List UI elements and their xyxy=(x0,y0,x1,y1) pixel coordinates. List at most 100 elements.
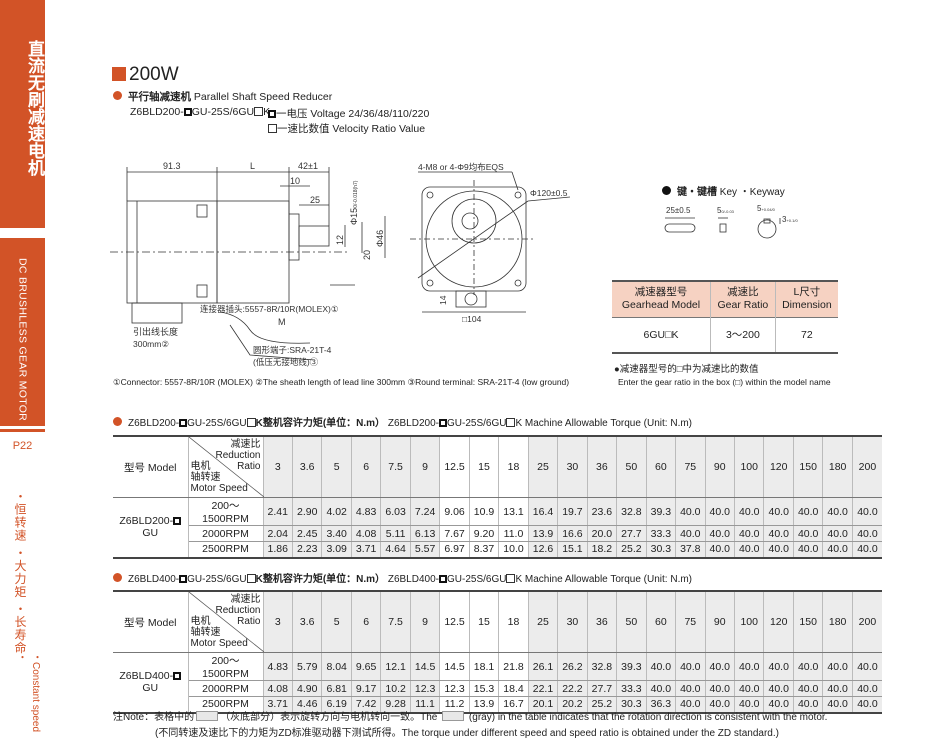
torque-cell: 33.3 xyxy=(616,680,647,697)
dim-14: 14 xyxy=(438,295,448,305)
ratio-header: 100 xyxy=(734,590,765,653)
subtitle-en: Parallel Shaft Speed Reducer xyxy=(193,91,333,103)
filled-box-icon xyxy=(183,108,192,116)
torque-cell: 37.8 xyxy=(675,541,706,559)
power-label: 200W xyxy=(129,64,179,85)
torque-cell: 14.5 xyxy=(439,652,470,681)
ratio-header: 12.5 xyxy=(439,590,470,653)
key-width: 50/-0.03 xyxy=(717,206,735,215)
page-number: P22 xyxy=(12,440,33,452)
filled-box-icon xyxy=(179,575,188,583)
gearhead-model-cell: 6GU□K xyxy=(612,316,711,354)
torque-cell: 5.57 xyxy=(410,541,441,559)
torque-cell: 16.4 xyxy=(528,497,559,526)
torque-cell: 39.3 xyxy=(646,497,677,526)
ratio-header: 36 xyxy=(587,590,618,653)
ratio-header: 6 xyxy=(351,435,382,498)
key-title-cn: 键・键槽 xyxy=(677,187,717,198)
dimension-cell: 72 xyxy=(775,316,838,354)
torque-cell: 9.65 xyxy=(351,652,382,681)
ratio-header: 50 xyxy=(616,590,647,653)
ratio-header: 180 xyxy=(822,435,853,498)
torque-cell: 40.0 xyxy=(763,680,794,697)
torque-cell: 40.0 xyxy=(705,680,736,697)
ratio-header: 9 xyxy=(410,435,441,498)
torque-cell: 22.1 xyxy=(528,680,559,697)
gray-swatch xyxy=(442,711,465,721)
lead-length-label: 引出线长度 xyxy=(133,326,178,337)
torque-cell: 25.2 xyxy=(616,541,647,559)
ratio-header: 3.6 xyxy=(292,590,323,653)
ratio-header: 90 xyxy=(705,590,736,653)
torque-cell: 40.0 xyxy=(852,652,882,681)
torque-cell: 16.6 xyxy=(557,525,588,542)
filled-box-icon xyxy=(179,419,188,427)
ratio-header: 7.5 xyxy=(380,590,411,653)
dim-25: 25 xyxy=(310,195,320,205)
torque-cell: 30.3 xyxy=(616,696,647,714)
ratio-header: 6 xyxy=(351,590,382,653)
torque-cell: 40.0 xyxy=(734,541,765,559)
torque-cell: 19.7 xyxy=(557,497,588,526)
model-header: 型号 Model xyxy=(113,590,189,653)
keyway-depth: 3+0.1/0 xyxy=(782,215,798,224)
key-length: 25±0.5 xyxy=(666,206,691,215)
divider xyxy=(0,429,45,432)
dimension-lines xyxy=(126,167,386,361)
voltage-en: Voltage 24/36/48/110/220 xyxy=(310,108,430,120)
torque-cell: 4.02 xyxy=(321,497,352,526)
torque-cell: 12.6 xyxy=(528,541,559,559)
torque-cell: 40.0 xyxy=(675,696,706,714)
torque-cell: 6.97 xyxy=(439,541,470,559)
torque-cell: 23.6 xyxy=(587,497,618,526)
ratio-header: 120 xyxy=(763,435,794,498)
torque-cell: 32.8 xyxy=(616,497,647,526)
sidebar-title-cn: 直流无刷减速电机 xyxy=(25,40,44,176)
empty-box-icon xyxy=(246,574,256,583)
ratio-header: 9 xyxy=(410,590,441,653)
torque-cell: 40.0 xyxy=(822,497,853,526)
ratio-header: 150 xyxy=(793,435,824,498)
torque-cell: 40.0 xyxy=(822,680,853,697)
ratio-header: 3 xyxy=(263,590,293,653)
ratio-legend: 一速比数值 Velocity Ratio Value xyxy=(268,121,425,136)
ratio-header: 12.5 xyxy=(439,435,470,498)
torque-cell: 40.0 xyxy=(675,497,706,526)
bullet-icon xyxy=(113,573,122,582)
filled-box-icon xyxy=(173,672,182,681)
sidebar-title-block xyxy=(0,0,45,228)
model-part: GU-25S/6GU xyxy=(191,106,255,118)
filled-box-icon xyxy=(268,110,276,118)
torque-cell: 4.83 xyxy=(351,497,382,526)
empty-box-icon xyxy=(246,418,256,427)
torque-cell: 9.17 xyxy=(351,680,382,697)
ratio-header: 120 xyxy=(763,590,794,653)
side-view-drawing: 91.3 L 42±1 10 25 Φ150/-0.018(h7) 12 20 … xyxy=(110,161,386,367)
torque-cell: 13.9 xyxy=(528,525,559,542)
model-cell: Z6BLD400-GU xyxy=(113,652,189,714)
gray-swatch xyxy=(196,711,219,721)
subtitle: 平行轴减速机 Parallel Shaft Speed Reducer xyxy=(113,89,332,104)
torque-cell: 40.0 xyxy=(822,696,853,714)
torque-cell: 6.03 xyxy=(380,497,411,526)
model-part: Z6BLD200- xyxy=(130,106,184,118)
ratio-header: 36 xyxy=(587,435,618,498)
torque-cell: 2.23 xyxy=(292,541,323,559)
ratio-header: 7.5 xyxy=(380,435,411,498)
torque-cell: 12.1 xyxy=(380,652,411,681)
subtitle-cn: 平行轴减速机 xyxy=(128,91,191,103)
torque-cell: 16.7 xyxy=(498,696,529,714)
dim-phi15: Φ150/-0.018(h7) xyxy=(349,180,359,225)
gearhead-note-cn: ●减速器型号的□中为减速比的数值 xyxy=(614,364,759,375)
dim-104: □104 xyxy=(462,314,482,324)
speed-cell: 2000RPM xyxy=(188,525,264,542)
filled-box-icon xyxy=(173,517,182,526)
torque-cell: 40.0 xyxy=(763,541,794,559)
torque-cell: 40.0 xyxy=(852,696,882,714)
gearhead-note-en: Enter the gear ratio in the box (□) with… xyxy=(618,377,831,387)
